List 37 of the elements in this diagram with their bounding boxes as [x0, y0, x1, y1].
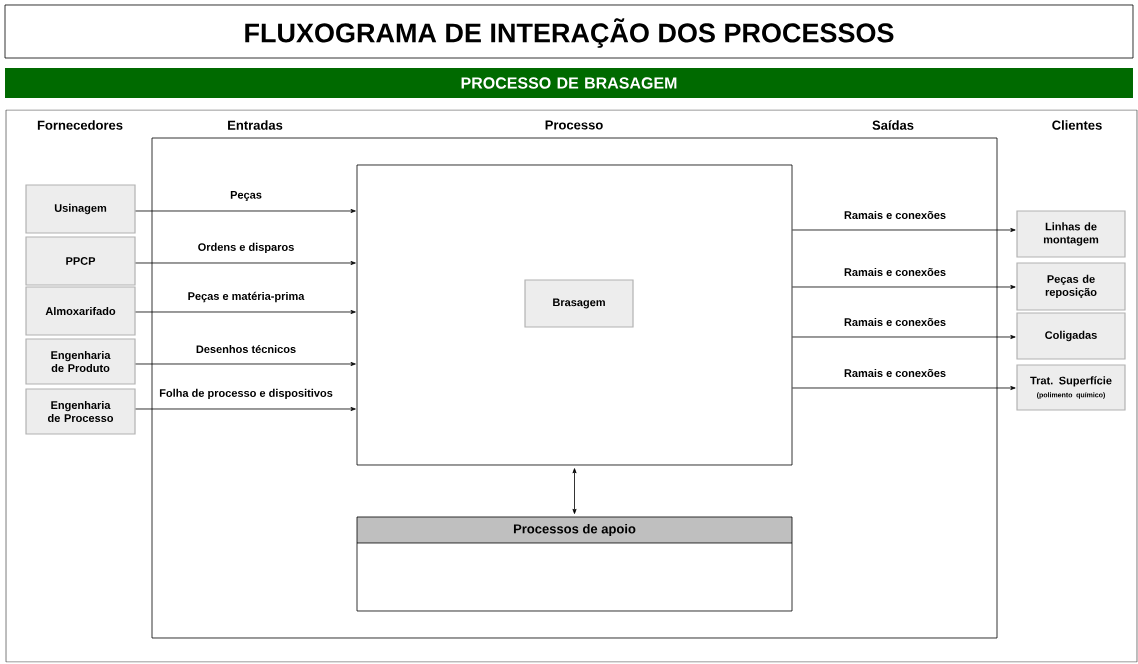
- edge-label: Ramais e conexões: [842, 209, 948, 221]
- process-box: Brasagem: [524, 279, 634, 328]
- arrow: [135, 209, 356, 213]
- process-box: Almoxarifado: [25, 286, 136, 336]
- arrow: [572, 468, 577, 514]
- column-heading: Saídas: [872, 120, 914, 130]
- arrow: [792, 386, 1016, 390]
- edge-label: Peças: [229, 190, 263, 202]
- arrow: [135, 261, 356, 265]
- process-area-box: [356, 164, 793, 466]
- edge-label: Ordens e disparos: [196, 241, 296, 255]
- edge-label: Ramais e conexões: [842, 266, 948, 278]
- process-box: Usinagem: [25, 184, 136, 234]
- process-box: Engenharia de Processo: [25, 388, 136, 435]
- process-box: Coligadas: [1016, 312, 1126, 360]
- title: FLUXOGRAMA DE INTERAÇÃO DOS PROCESSOS: [245, 18, 894, 48]
- section-band: PROCESSO DE BRASAGEM: [5, 68, 1133, 98]
- arrow: [135, 362, 356, 366]
- arrow: [792, 285, 1016, 289]
- edge-label: Peças e matéria-prima: [186, 290, 306, 304]
- arrow: [792, 228, 1016, 232]
- column-heading: Entradas: [228, 120, 283, 130]
- process-box: Engenharia de Produto: [25, 338, 136, 385]
- support-process-box: Processos de apoio: [356, 516, 793, 612]
- arrow: [792, 335, 1016, 339]
- column-heading: Clientes: [1052, 120, 1102, 130]
- arrow: [135, 407, 356, 411]
- edge-label: Folha de processo e dispositivos: [158, 387, 334, 401]
- process-box: Linhas de montagem: [1016, 210, 1126, 258]
- arrow: [135, 310, 356, 314]
- column-heading: Fornecedores: [37, 120, 123, 130]
- process-box: PPCP: [25, 236, 136, 286]
- column-heading: Processo: [545, 120, 603, 130]
- edge-label: Ramais e conexões: [842, 316, 948, 328]
- process-box: Peças de reposição: [1016, 262, 1126, 311]
- edge-label: Desenhos técnicos: [194, 343, 298, 355]
- edge-label: Ramais e conexões: [842, 367, 948, 379]
